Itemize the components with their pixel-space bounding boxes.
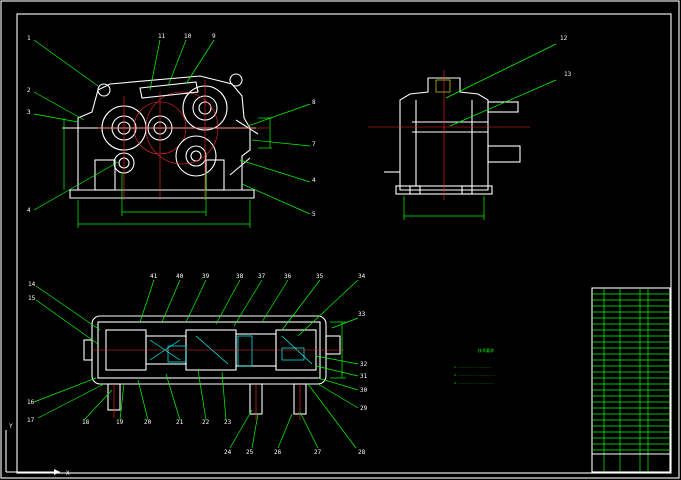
notes-line-1: 1. .................................... — [454, 365, 492, 369]
callout-38: 38 — [236, 273, 244, 280]
parts-list-table — [591, 287, 671, 473]
callout-31: 31 — [360, 373, 368, 380]
callout-36: 36 — [284, 273, 292, 280]
side-view — [368, 43, 557, 220]
callout-11: 11 — [158, 33, 166, 40]
callout-18: 18 — [82, 419, 90, 426]
plan-view — [33, 279, 359, 449]
callout-16: 16 — [27, 399, 35, 406]
callout-25: 25 — [246, 449, 254, 456]
notes-line-2: 2. ................................ ....… — [454, 373, 496, 377]
callout-21: 21 — [176, 419, 184, 426]
notes-title: 技术要求 — [478, 347, 494, 353]
ucs-x-label: X — [66, 470, 70, 477]
callout-14: 14 — [28, 281, 36, 288]
callout-2: 2 — [27, 87, 31, 94]
callout-26: 26 — [274, 449, 282, 456]
callout-1: 1 — [27, 35, 31, 42]
ucs-axis-icon: X Y — [5, 423, 70, 477]
callout-34: 34 — [358, 273, 366, 280]
ucs-y-label: Y — [9, 423, 13, 430]
callout-33: 33 — [358, 311, 366, 318]
callout-32: 32 — [360, 361, 368, 368]
callout-41: 41 — [150, 273, 158, 280]
callout-13: 13 — [564, 71, 572, 78]
callout-8: 8 — [312, 99, 316, 106]
callout-5: 5 — [312, 211, 316, 218]
inner-frame — [16, 13, 672, 474]
callout-24: 24 — [224, 449, 232, 456]
callout-3: 3 — [27, 109, 31, 116]
callout-30: 30 — [360, 387, 368, 394]
callout-23: 23 — [224, 419, 232, 426]
callout-4-left: 4 — [27, 207, 31, 214]
callout-10: 10 — [184, 33, 192, 40]
technical-notes: 技术要求 1. ................................… — [454, 347, 496, 385]
callout-28: 28 — [358, 449, 366, 456]
callout-15: 15 — [28, 295, 36, 302]
callout-35: 35 — [316, 273, 324, 280]
callout-27: 27 — [314, 449, 322, 456]
callout-12: 12 — [560, 35, 568, 42]
callout-19: 19 — [116, 419, 124, 426]
callout-17: 17 — [27, 417, 35, 424]
callout-37: 37 — [258, 273, 266, 280]
front-view — [33, 39, 311, 228]
callout-4-right: 4 — [312, 177, 316, 184]
callout-7: 7 — [312, 141, 316, 148]
callout-20: 20 — [144, 419, 152, 426]
callout-29: 29 — [360, 405, 368, 412]
callout-40: 40 — [176, 273, 184, 280]
callout-9: 9 — [212, 33, 216, 40]
callout-22: 22 — [202, 419, 210, 426]
callout-39: 39 — [202, 273, 210, 280]
notes-line-3: 3. .....................................… — [454, 381, 494, 385]
